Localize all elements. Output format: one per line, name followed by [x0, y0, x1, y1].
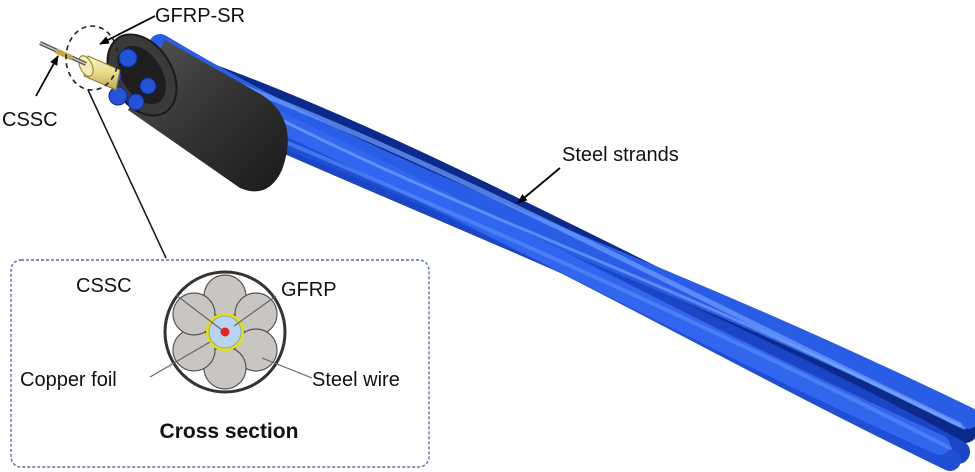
steel-wires	[172, 274, 278, 390]
cssc-core	[220, 327, 230, 337]
steel-strand-highlight	[157, 52, 963, 428]
cross-section-copper-foil-label: Copper foil	[20, 369, 117, 391]
steel-strands-label: Steel strands	[562, 144, 679, 166]
gfrp-sr-label: GFRP-SR	[155, 5, 245, 27]
gfrp-sr-arrow	[99, 15, 156, 45]
steel-strands-arrow	[517, 167, 561, 204]
cross-section-steel-wire-label: Steel wire	[312, 369, 400, 391]
cross-section-title: Cross section	[160, 420, 299, 443]
cross-section-panel: CSSC GFRP Copper foil Steel wire Cross s…	[10, 259, 430, 468]
cross-section-cssc-label: CSSC	[76, 275, 132, 297]
cssc-wire	[39, 41, 87, 66]
cable-sheath	[106, 33, 288, 192]
cssc-label: CSSC	[2, 109, 58, 131]
cross-section-gfrp-label: GFRP	[281, 279, 337, 301]
callout-leader-line	[87, 89, 167, 259]
cssc-arrow	[35, 55, 59, 97]
steel-strand-highlight	[168, 60, 966, 430]
detail-callout-circle	[65, 25, 119, 91]
